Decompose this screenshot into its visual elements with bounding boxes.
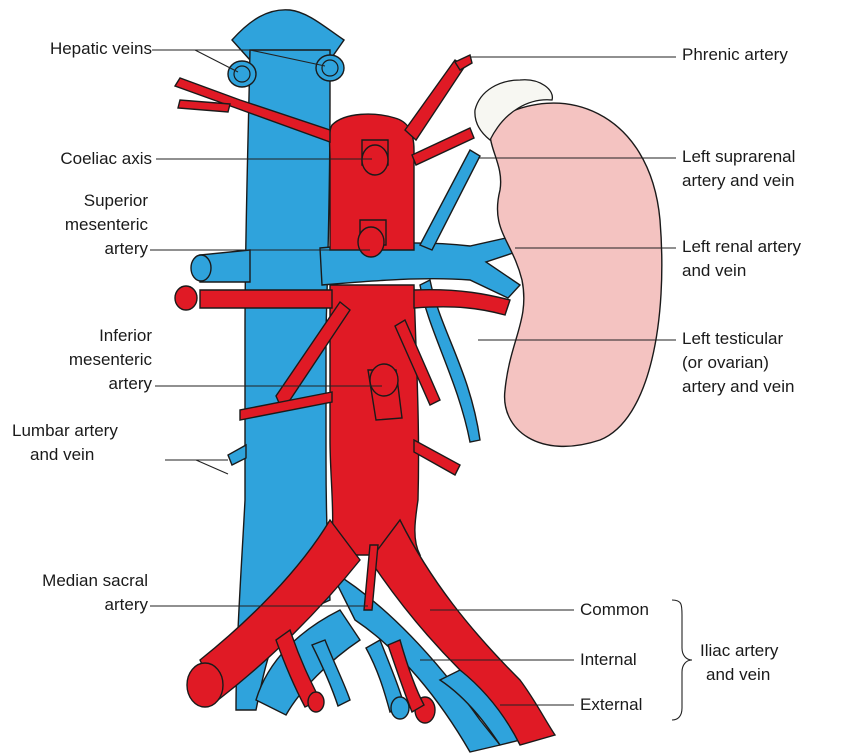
leader-lumbar bbox=[165, 460, 228, 474]
kidney-body bbox=[490, 103, 662, 446]
label-left-suprarenal-1: Left suprarenal bbox=[682, 146, 795, 167]
label-left-renal-1: Left renal artery bbox=[682, 236, 801, 257]
lumbar-vein-right bbox=[228, 445, 246, 465]
right-renal-vein-opening bbox=[191, 255, 211, 281]
left-kidney bbox=[475, 80, 662, 447]
label-left-testicular-1: Left testicular bbox=[682, 328, 783, 349]
label-phrenic-artery: Phrenic artery bbox=[682, 44, 788, 65]
label-left-renal-2: and vein bbox=[682, 260, 746, 281]
label-superior-mesenteric-2: mesenteric bbox=[12, 214, 148, 235]
label-lumbar-1: Lumbar artery bbox=[12, 420, 118, 441]
label-iliac-1: Iliac artery bbox=[700, 640, 778, 661]
superior-mesenteric-opening bbox=[358, 227, 384, 257]
right-external-iliac-artery-opening bbox=[187, 663, 223, 707]
label-superior-mesenteric-3: artery bbox=[12, 238, 148, 259]
label-inferior-mesenteric-1: Inferior bbox=[12, 325, 152, 346]
label-superior-mesenteric-1: Superior bbox=[12, 190, 148, 211]
label-hepatic-veins: Hepatic veins bbox=[12, 38, 152, 59]
label-median-sacral-2: artery bbox=[12, 594, 148, 615]
left-phrenic-artery bbox=[405, 60, 465, 140]
label-left-testicular-2: (or ovarian) bbox=[682, 352, 769, 373]
label-lumbar-2: and vein bbox=[30, 444, 94, 465]
label-left-suprarenal-2: artery and vein bbox=[682, 170, 794, 191]
iliac-brace bbox=[672, 600, 692, 720]
left-internal-iliac-vein-opening bbox=[391, 697, 409, 719]
left-lumbar-artery bbox=[414, 440, 460, 475]
label-coeliac-axis: Coeliac axis bbox=[12, 148, 152, 169]
label-inferior-mesenteric-2: mesenteric bbox=[12, 349, 152, 370]
label-internal: Internal bbox=[580, 649, 637, 670]
right-internal-iliac-artery-opening bbox=[308, 692, 324, 712]
left-suprarenal-vein bbox=[420, 150, 480, 250]
right-renal-artery-opening bbox=[175, 286, 197, 310]
label-left-testicular-3: artery and vein bbox=[682, 376, 794, 397]
label-common: Common bbox=[580, 599, 649, 620]
label-inferior-mesenteric-3: artery bbox=[12, 373, 152, 394]
label-median-sacral-1: Median sacral bbox=[12, 570, 148, 591]
label-iliac-2: and vein bbox=[706, 664, 770, 685]
coeliac-axis-opening bbox=[362, 145, 388, 175]
inferior-mesenteric-opening bbox=[370, 364, 398, 396]
label-external: External bbox=[580, 694, 642, 715]
right-renal-artery bbox=[200, 290, 332, 308]
